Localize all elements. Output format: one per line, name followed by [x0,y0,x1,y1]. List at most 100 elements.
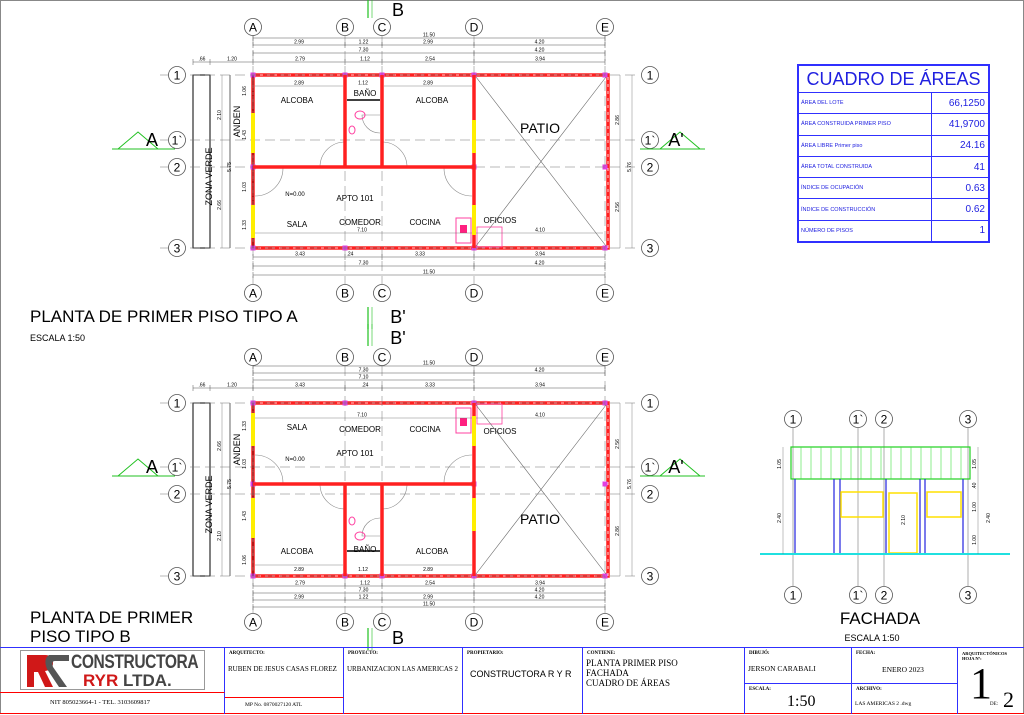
dimension-label: 1.43 [242,130,248,140]
laundry-sink [476,226,503,248]
date-value: ENERO 2023 [882,665,924,674]
facade-axis-bubble: 2 [875,410,893,428]
of-label: DE: [990,702,999,707]
room-label: N=0.00 [285,457,305,463]
room-label: APTO 101 [336,194,374,203]
dimension-label: 1.12 [360,581,370,587]
dimension-label: 1.12 [360,57,370,63]
room-label: OFICIOS [484,427,517,436]
grid-bubble-col-c: C [373,284,391,302]
facade-axis-bubble-label: 2 [881,589,888,603]
area-value: 41,9700 [948,118,985,130]
contents-label: CONTIENE: [587,651,616,656]
section-label-left: A [146,457,158,477]
architect-name: RUBEN DE JESUS CASAS FLOREZ [228,665,337,673]
room-label: ALCOBA [281,96,314,105]
dimension-label: 4.10 [535,228,545,234]
grid-bubble-row: 1` [168,131,186,149]
grid-bubble-row: 2 [168,485,186,503]
grid-bubble-row: 1 [168,66,186,84]
grid-bubble-col-c-label: C [378,616,387,630]
area-label: ÍNDICE DE OCUPACIÓN [799,178,932,199]
dimension-label: 1.33 [242,421,248,431]
dimension-label: 1.22 [359,40,369,46]
contents-line-1: PLANTA PRIMER PISO [586,658,678,668]
room-label: ALCOBA [416,547,449,556]
sheet-cell: ARQUITECTÓNICOS HOJA Nº: 1 DE: 2 [958,648,1024,714]
grid-bubble-col-e: E [596,18,614,36]
grid-bubble-row-label: 2 [174,488,181,502]
scale-cell: ESCALA: 1:50 [745,684,852,714]
grid-bubble-row: 1` [168,458,186,476]
dimension-label: 7.30 [359,368,369,374]
room-label: PATIO [520,511,560,527]
owner-label: PROPIETARIO: [467,651,504,656]
grid-bubble-row: 2 [641,158,659,176]
grid-bubble-col-c: C [373,348,391,366]
logo-text: CONSTRUCTORA [71,652,199,673]
ryr-logo-mark [27,655,69,687]
file-name: LAS AMERICAS 2 .dwg [855,701,912,707]
dimension-label: .40 [972,482,978,489]
dimension-label: 2.10 [901,515,907,525]
facade-axis-bubble-label: 1` [853,413,864,427]
dimension-label: 11.50 [423,33,435,39]
grid-bubble-row: 3 [641,239,659,257]
dimension-label: 3.43 [295,383,305,389]
dimension-label: 1.00 [972,535,978,545]
dimension-label: 11.50 [423,602,435,608]
anden-label: ANDEN [232,434,242,466]
grid-bubble-col-b-label: B [341,351,349,365]
grid-bubble-col-c-label: C [378,287,387,301]
grid-bubble-row-label: 2 [647,488,654,502]
plan-title-a: PLANTA DE PRIMER PISO TIPO A [30,307,298,326]
dimension-label: 7.30 [359,261,369,267]
zona-verde-label: ZONA VERDE [204,475,214,533]
scale-label: ESCALA: [749,687,771,692]
door-swing [381,483,408,510]
grid-bubble-col-e-label: E [601,351,609,365]
dimension-label: 4.20 [535,588,545,594]
dimension-label: 7.10 [357,413,367,419]
room-label: COCINA [409,218,441,227]
plan-title-b-line2: PISO TIPO B [30,627,131,646]
date-cell: FECHA: ENERO 2023 [852,648,958,684]
drawn-cell: DIBUJÓ: JERSON CARABALI [745,648,852,684]
green-zone-strip [192,74,211,249]
room-label: SALA [287,220,308,229]
grid-bubble-row-label: 1` [645,461,656,475]
facade-window [926,491,962,518]
stove-icon [455,407,472,434]
nit-text: NIT 805023664-1 - TEL. 3103609817 [50,699,150,706]
green-zone-strip [192,402,211,577]
nit-cell: NIT 805023664-1 - TEL. 3103609817 [0,693,225,714]
grid-bubble-col-a-label: A [249,351,257,365]
dimension-label: 3.33 [415,252,425,258]
grid-bubble-col-d-label: D [470,287,479,301]
grid-bubble-col-a: A [244,613,262,631]
door-swing [254,454,284,484]
logo-ryr: RYR [83,671,119,690]
door-swing [319,483,346,510]
dimension-label: 1.20 [227,57,237,63]
area-label: ÁREA TOTAL CONSTRUIDA [799,156,932,178]
dimension-label: 1.05 [972,459,978,469]
dimension-label: 3.94 [535,57,545,63]
dimension-label: 1.03 [242,182,248,192]
grid-bubble-col-d: D [465,18,483,36]
owner-cell: PROPIETARIO: CONSTRUCTORA R Y R [463,648,583,714]
dimension-label: 2.54 [425,57,435,63]
dimension-label: 1.12 [358,81,368,87]
area-value: 41 [973,161,985,173]
dimension-label: 4.20 [535,368,545,374]
dimension-label: 1.05 [777,459,783,469]
mp-number: MP No. 0870027120 ATL [245,702,303,708]
grid-bubble-col-d: D [465,284,483,302]
section-label-right: A' [668,130,683,150]
dimension-label: 7.30 [359,588,369,594]
